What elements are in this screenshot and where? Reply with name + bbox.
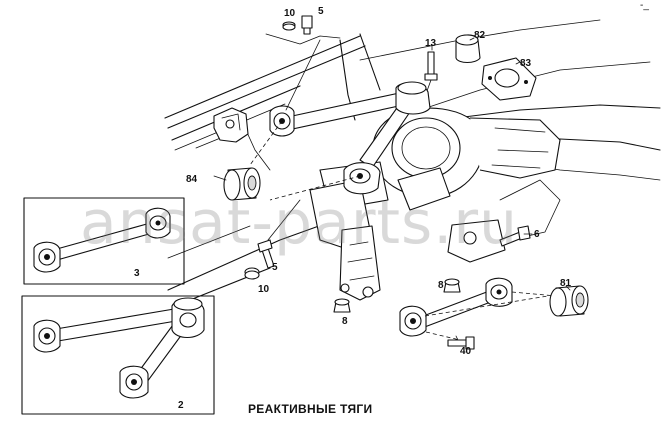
callout-5-top: 5 [318, 6, 324, 17]
mount-plate-83 [481, 57, 537, 101]
callout-83: 83 [520, 58, 532, 69]
callout-13: 13 [425, 38, 437, 49]
callout-40: 40 [460, 346, 472, 357]
callout-81: 81 [560, 278, 572, 289]
nut-8-mid [333, 298, 351, 313]
bolt-6 [499, 225, 531, 247]
frame-bracket [213, 107, 249, 143]
bolt-40 [447, 336, 475, 350]
inset-3-label: 3 [134, 268, 140, 279]
axle-housing [309, 107, 561, 301]
callout-8-right: 8 [438, 280, 444, 291]
callout-6: 6 [534, 229, 540, 240]
inset-2-label: 2 [178, 400, 184, 411]
fasteners-top [265, 15, 341, 111]
callout-10-mid: 10 [258, 284, 270, 295]
callout-84: 84 [186, 174, 198, 185]
bushing-84 [213, 167, 261, 201]
callout-82: 82 [474, 30, 486, 41]
callout-10-top: 10 [284, 8, 296, 19]
bump-stop-82 [455, 34, 481, 64]
inset-3 [23, 197, 185, 285]
leader-lines [431, 37, 571, 341]
nut-8-right [443, 278, 461, 293]
fasteners-mid [244, 199, 301, 280]
lower-rod [399, 277, 557, 341]
callout-5-mid: 5 [272, 262, 278, 273]
inset-2 [21, 295, 215, 415]
corner-mark: -_ [640, 0, 649, 11]
bolt-13 [419, 51, 438, 111]
callout-8-mid: 8 [342, 316, 348, 327]
callout-numbers: 10 5 13 82 83 84 6 5 10 8 8 81 40 3 2 [134, 6, 572, 411]
upper-v-rod [249, 81, 431, 201]
bushing-81 [549, 285, 589, 317]
diagram-caption: РЕАКТИВНЫЕ ТЯГИ [248, 402, 373, 416]
